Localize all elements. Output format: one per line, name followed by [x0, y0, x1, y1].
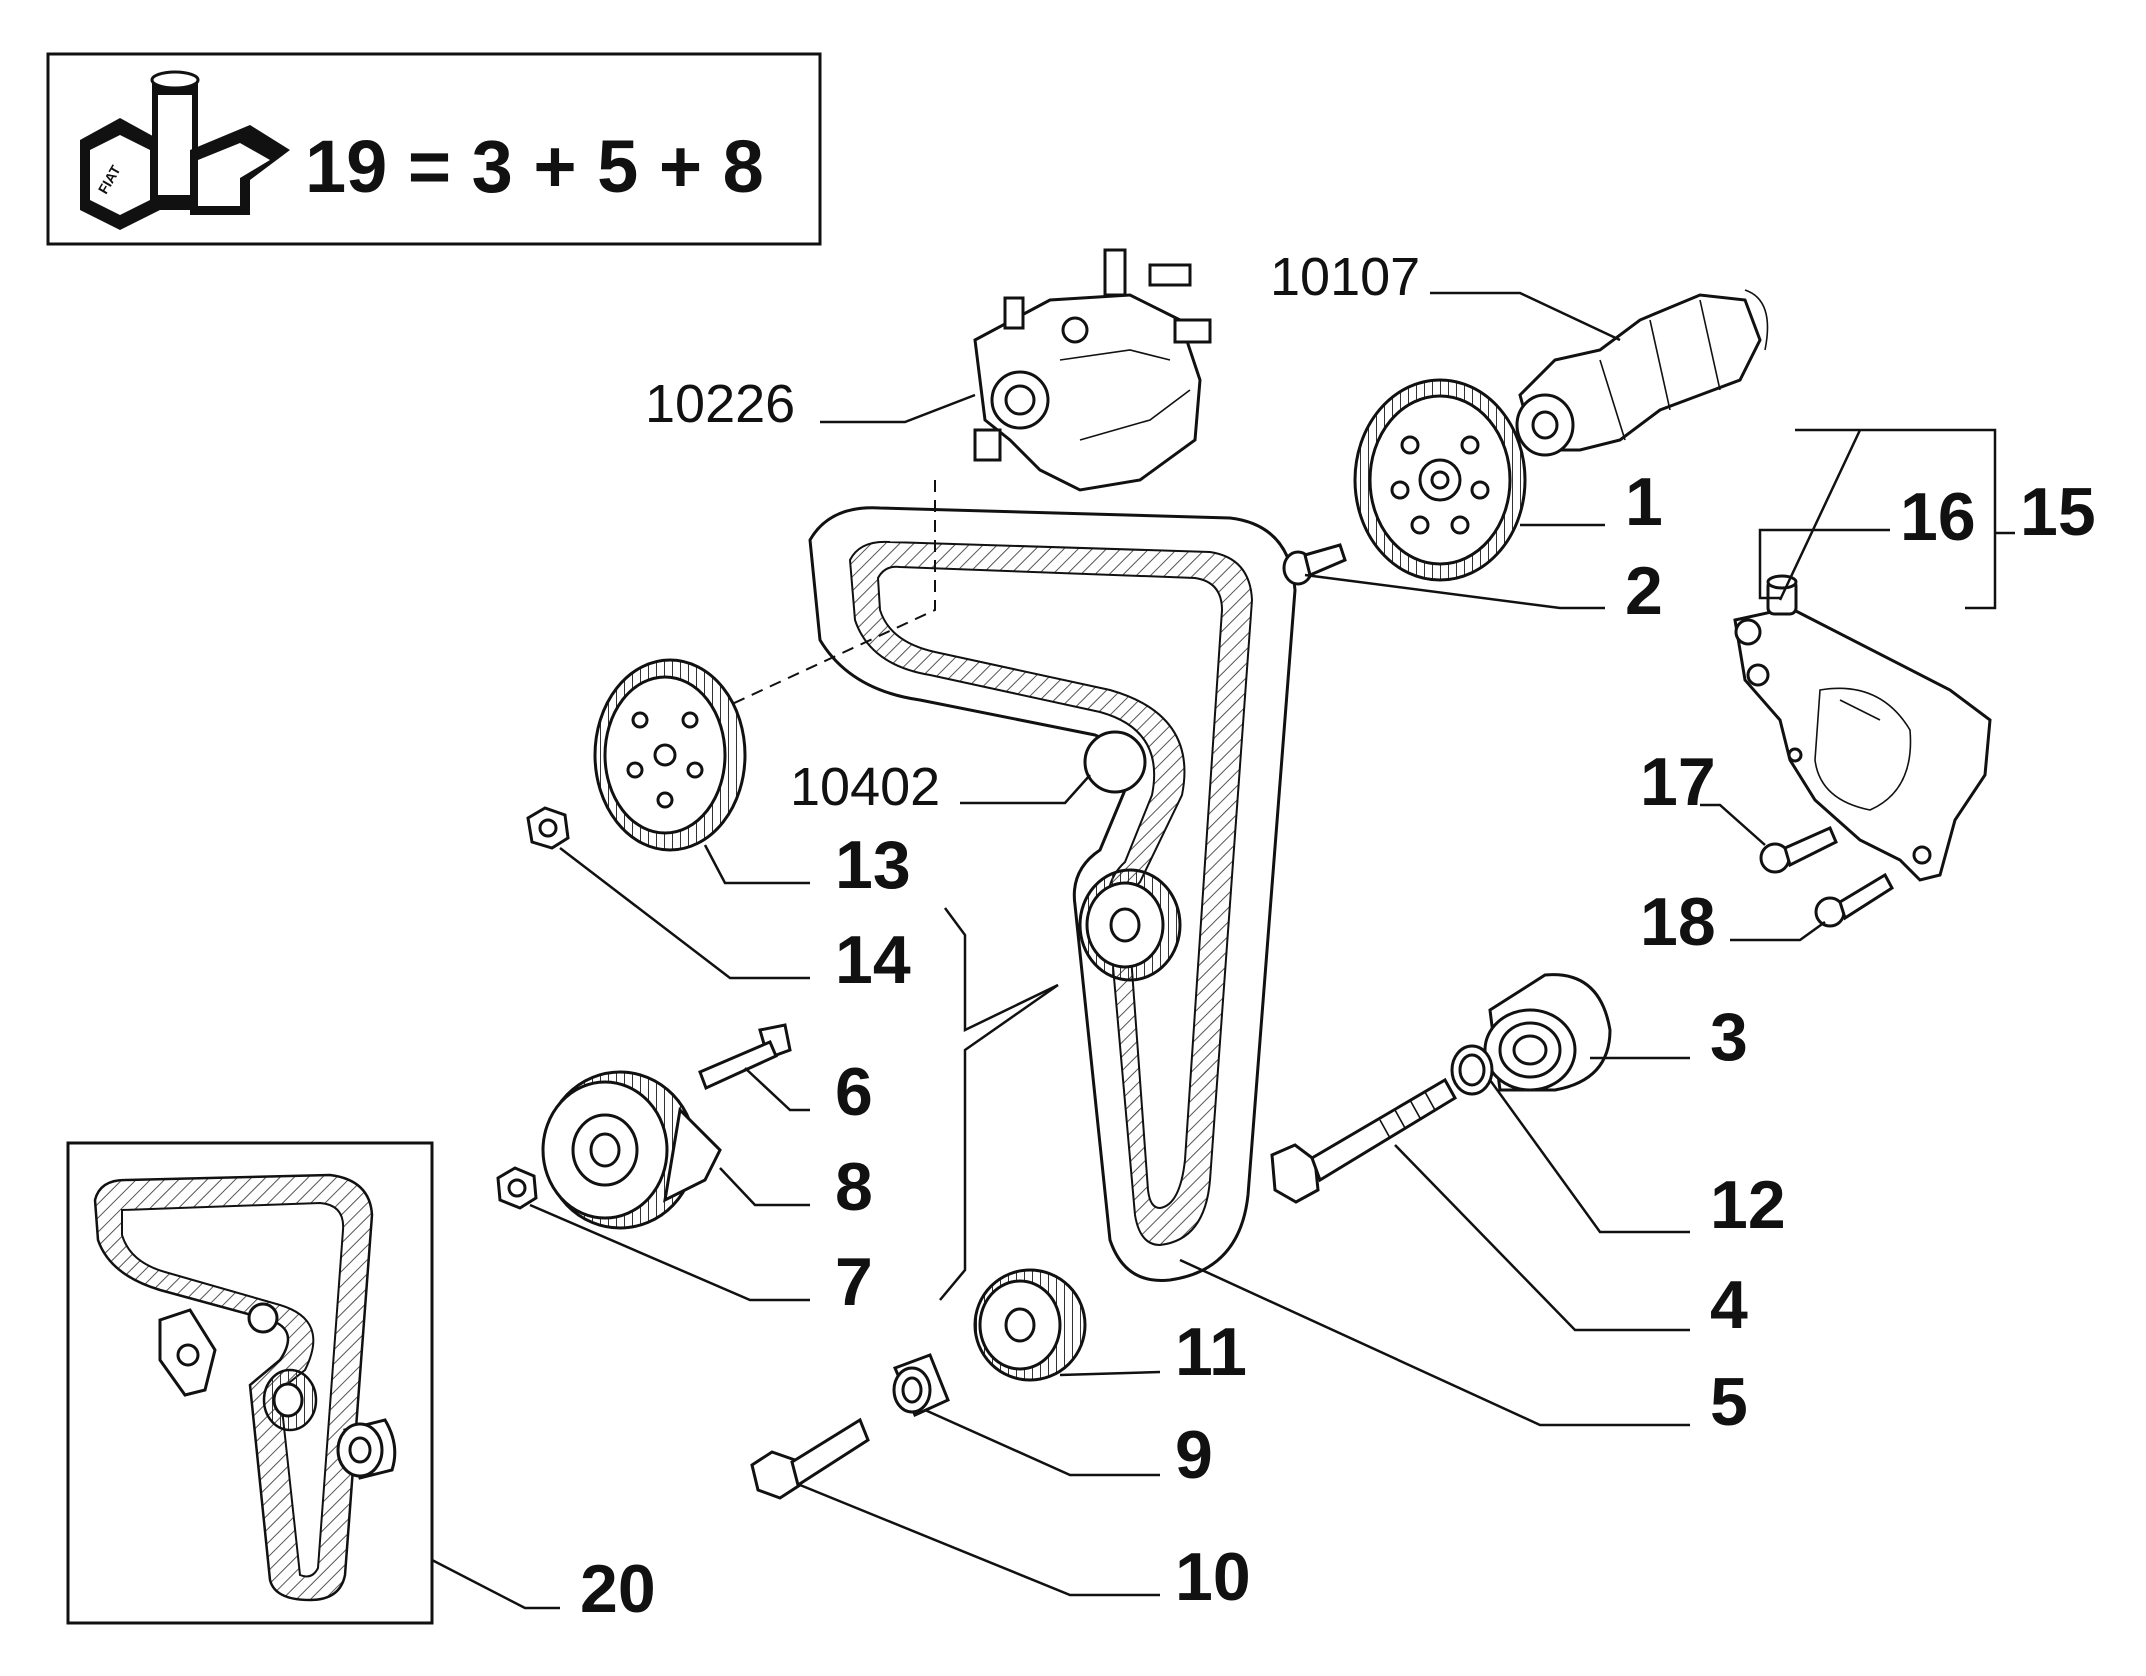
label-10: 10: [1175, 1539, 1251, 1615]
guide-pulley-10402: [1083, 730, 1147, 794]
leader-6: [744, 1067, 810, 1112]
bolt-10: [750, 1417, 870, 1500]
belt-tensioner: [1078, 868, 1182, 982]
label-11: 11: [1175, 1314, 1247, 1390]
label-16: 16: [1900, 479, 1976, 555]
injection-pump-10226: [973, 248, 1212, 492]
label-10402: 10402: [790, 757, 940, 817]
leader-2: [1304, 573, 1605, 610]
leader-10226: [820, 393, 976, 424]
label-17: 17: [1640, 744, 1716, 820]
label-3: 3: [1710, 999, 1748, 1075]
label-4: 4: [1710, 1267, 1748, 1343]
rear-cover-15: [1733, 606, 1992, 882]
leader-16: [1758, 528, 1890, 600]
leader-9: [924, 1408, 1160, 1477]
inset-20: [66, 1141, 434, 1625]
washer-12: [1450, 1044, 1494, 1096]
label-15: 15: [2020, 474, 2096, 550]
leader-17: [1700, 803, 1766, 846]
bolt-18: [1814, 872, 1894, 928]
bolt-17: [1759, 826, 1838, 874]
leader-12: [1488, 1079, 1690, 1234]
fiat-kit-boxes-icon: FIAT: [80, 70, 290, 230]
leader-5: [1179, 1258, 1690, 1427]
leader-10402: [960, 774, 1091, 805]
nut-14: [526, 806, 570, 850]
label-7: 7: [835, 1244, 873, 1320]
crankshaft-pulley-11: [973, 1268, 1087, 1382]
tensioner-8: [541, 1070, 722, 1230]
leader-11: [1059, 1370, 1161, 1377]
label-10226: 10226: [645, 374, 795, 434]
label-13: 13: [835, 827, 911, 903]
label-1: 1: [1625, 464, 1663, 540]
assembly-dashed-line: [729, 480, 936, 706]
leader-18: [1730, 920, 1826, 942]
leader-15: [1778, 429, 1862, 601]
leader-8: [719, 1167, 810, 1207]
bolt-6: [698, 1023, 792, 1091]
leader-13: [703, 844, 810, 885]
bracket-13-7-upper: [943, 907, 1059, 1032]
leader-10: [799, 1483, 1160, 1597]
label-8: 8: [835, 1149, 873, 1225]
spacer-9: [892, 1353, 950, 1418]
leader-10107: [1430, 291, 1621, 342]
label-20: 20: [580, 1551, 656, 1627]
idler-roller-3: [1483, 973, 1612, 1092]
label-9: 9: [1175, 1417, 1213, 1493]
camshaft-10107: [1515, 289, 1769, 457]
label-2: 2: [1625, 553, 1663, 629]
label-18: 18: [1640, 884, 1716, 960]
label-6: 6: [835, 1054, 873, 1130]
bracket-13-7-lower: [939, 983, 1059, 1301]
label-14: 14: [835, 922, 911, 998]
kit-box: FIAT 19 = 3 + 5 + 8: [46, 52, 822, 246]
leader-14: [559, 847, 810, 980]
leader-20: [431, 1558, 560, 1610]
kit-formula: 19 = 3 + 5 + 8: [305, 125, 764, 208]
nut-7: [496, 1166, 538, 1210]
label-12: 12: [1710, 1167, 1786, 1243]
label-10107: 10107: [1270, 247, 1420, 307]
camshaft-pulley-1: [1353, 378, 1527, 582]
leader-4: [1394, 1144, 1690, 1332]
leader-7: [529, 1203, 810, 1302]
long-bolt-4: [1270, 1077, 1458, 1204]
bracket-15: [1795, 428, 1997, 610]
label-5: 5: [1710, 1364, 1748, 1440]
pump-pulley-13: [593, 658, 747, 852]
